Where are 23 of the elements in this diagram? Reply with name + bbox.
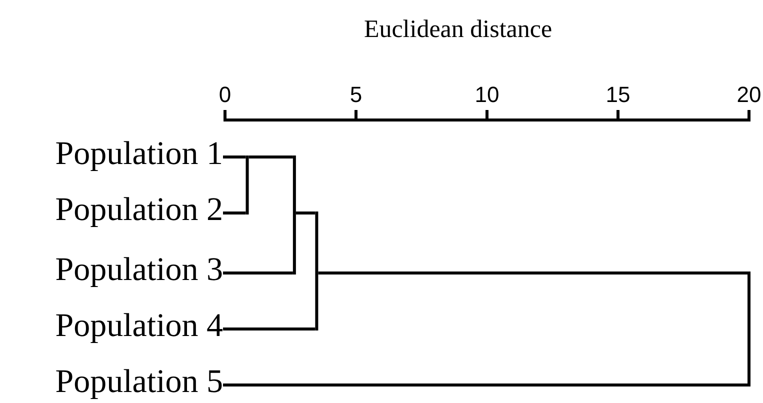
dendrogram-branch: [318, 272, 748, 274]
tick-label: 15: [606, 82, 630, 108]
merge-bar: [292, 156, 296, 274]
population-label: Population 4: [55, 306, 223, 346]
population-label: Population 2: [55, 190, 223, 230]
dendrogram-branch: [223, 212, 246, 214]
merge-bar: [315, 212, 318, 330]
merge-bar: [246, 156, 249, 214]
dendrogram-branch: [223, 156, 246, 158]
dendrogram-branch: [223, 328, 316, 330]
population-label: Population 3: [55, 250, 223, 290]
tick-label: 20: [736, 82, 762, 108]
merge-bar: [748, 272, 750, 386]
dendrogram-branch: [296, 212, 316, 214]
population-label: Population 1: [55, 134, 223, 174]
dendrogram-branch: [223, 384, 748, 386]
tick-label: 10: [474, 82, 500, 108]
population-label: Population 5: [55, 362, 223, 402]
tick-label: 0: [218, 82, 232, 108]
dendrogram-branch: [248, 156, 293, 158]
axis-title: Euclidean distance: [364, 16, 552, 44]
dendrogram-branch: [223, 272, 293, 274]
tick-label: 5: [350, 82, 362, 108]
